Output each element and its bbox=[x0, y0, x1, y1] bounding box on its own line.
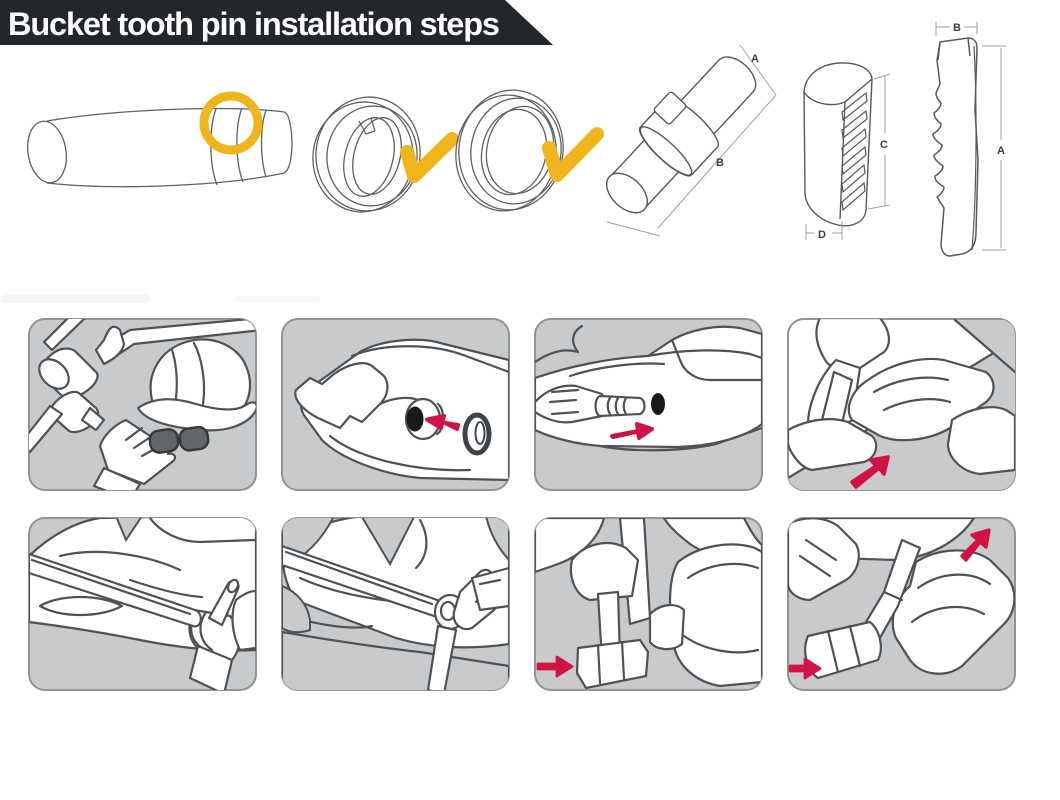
svg-text:D: D bbox=[818, 229, 826, 241]
svg-text:C: C bbox=[880, 139, 888, 151]
svg-text:B: B bbox=[716, 157, 724, 169]
svg-text:A: A bbox=[997, 145, 1005, 157]
svg-text:Bucket tooth pin installation: Bucket tooth pin installation steps bbox=[8, 6, 500, 42]
svg-text:B: B bbox=[953, 22, 961, 34]
svg-text:A: A bbox=[751, 53, 759, 65]
